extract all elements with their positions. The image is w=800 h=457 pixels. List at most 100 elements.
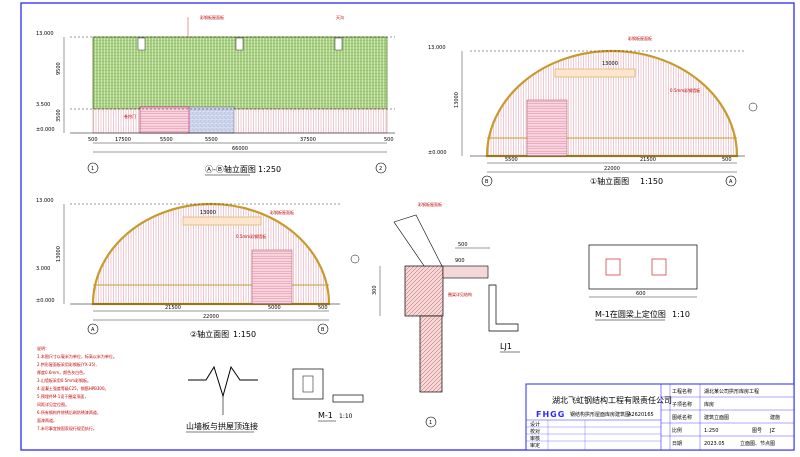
svg-text:13000: 13000 [602, 61, 618, 67]
svg-text:1: 1 [429, 420, 432, 426]
svg-text:6.所有钢构件除锈后刷防锈漆两道，: 6.所有钢构件除锈后刷防锈漆两道， [37, 409, 101, 415]
plate-right [651, 258, 667, 276]
sheet-border [20, 2, 795, 451]
svg-text:审核: 审核 [530, 435, 540, 442]
svg-text:600: 600 [636, 291, 646, 297]
svg-text:湖北某公司拱形库房工程: 湖北某公司拱形库房工程 [704, 388, 759, 395]
svg-text:2023.05: 2023.05 [704, 441, 725, 447]
bracket-title: M-1在圆梁上定位图 [595, 309, 666, 319]
svg-text:彩钢板屋面板: 彩钢板屋面板 [270, 209, 294, 215]
roof-note: 彩钢板屋面板 [200, 14, 224, 20]
svg-text:A: A [91, 327, 95, 333]
seg-6: 500 [384, 137, 394, 143]
axis-bubble-A2 [87, 323, 99, 335]
ridge-connection-detail: 山墙板与拱屋顶连接 [186, 365, 258, 433]
svg-text:工程名称: 工程名称 [672, 388, 692, 395]
svg-text:设计: 设计 [530, 421, 540, 428]
svg-text:5000: 5000 [268, 305, 281, 311]
header-beam [182, 216, 262, 226]
svg-text:±0.000: ±0.000 [428, 150, 447, 156]
seg-5: 37500 [300, 137, 316, 143]
svg-text:圈梁详见结构: 圈梁详见结构 [448, 291, 472, 297]
svg-text:±0.000: ±0.000 [36, 298, 55, 304]
gutter-note: 天沟 [336, 14, 344, 20]
svg-text:B: B [485, 179, 489, 185]
design-notes: 说明： 1.本图尺寸以毫米为单位，标高以米为单位。 2.拱形屋面板采用彩钢板(Y… [37, 345, 117, 431]
svg-text:2: 2 [379, 166, 382, 172]
door-note: 卷帘门 [124, 113, 136, 119]
svg-text:1:150: 1:150 [640, 177, 663, 186]
svg-text:立面图、节点图: 立面图、节点图 [740, 440, 775, 447]
bracket-position-detail: 600 M-1在圆梁上定位图 1:10 [588, 244, 698, 321]
m1-plate-detail: M-1 1:10 [292, 368, 364, 422]
column [419, 315, 443, 393]
front-scale: 1:250 [258, 165, 281, 174]
svg-text:图纸名称: 图纸名称 [672, 414, 692, 421]
svg-text:22000: 22000 [203, 314, 219, 320]
axis-bubble-B2 [317, 323, 329, 335]
door-panel [139, 106, 190, 134]
svg-text:21500: 21500 [165, 305, 181, 311]
svg-text:5.预埋件M-1设于圈梁顶面，: 5.预埋件M-1设于圈梁顶面， [37, 393, 88, 399]
slab [442, 265, 489, 279]
svg-text:3.山墙板采用0.5mm彩钢板。: 3.山墙板采用0.5mm彩钢板。 [37, 377, 91, 383]
svg-text:13000: 13000 [200, 210, 216, 216]
drawing-number: A2620165 [628, 412, 654, 418]
detail-marker [748, 102, 758, 112]
svg-text:500: 500 [458, 242, 468, 248]
title-block: 湖北飞虹钢结构工程有限责任公司 FHGG 钢结构拱形屋面库房建筑图 A26201… [525, 383, 795, 451]
section-detail: 300 500 900 彩钢板屋面板 圈梁详见结构 1 [372, 201, 490, 428]
svg-text:7.未尽事宜按国家现行规范执行。: 7.未尽事宜按国家现行规范执行。 [37, 425, 97, 431]
svg-text:1:250: 1:250 [704, 428, 718, 434]
vent-2 [235, 37, 244, 51]
svg-text:审定: 审定 [530, 442, 540, 449]
svg-text:建筑立面图: 建筑立面图 [704, 414, 729, 421]
detail-marker [350, 254, 360, 264]
svg-text:①轴立面图: ①轴立面图 [590, 176, 629, 186]
seg-2: 17500 [115, 137, 131, 143]
svg-text:13000: 13000 [454, 92, 460, 108]
axis-bubble-2 [375, 162, 387, 174]
svg-text:13.000: 13.000 [36, 198, 54, 204]
plate-left [605, 258, 621, 276]
svg-text:13000: 13000 [56, 246, 62, 262]
ring-beam [404, 265, 444, 317]
svg-text:1.本图尺寸以毫米为单位，标高以米为单位。: 1.本图尺寸以毫米为单位，标高以米为单位。 [37, 353, 117, 359]
svg-text:3.000: 3.000 [36, 266, 50, 272]
lj1-title: LJ1 [500, 342, 512, 351]
level-ground: ±0.000 [36, 127, 55, 133]
svg-text:彩钢板屋面板: 彩钢板屋面板 [418, 201, 442, 207]
dim-height-1: 9500 [56, 62, 62, 75]
vent-1 [137, 37, 146, 51]
front-elevation: 13.000 3.500 ±0.000 9500 3500 500 17500 … [36, 14, 395, 176]
svg-text:0.5mm彩钢墙板: 0.5mm彩钢墙板 [236, 233, 266, 239]
side-elevation-1: 13.000 ±0.000 13000 13000 0.5mm彩钢墙板 彩钢板屋… [428, 35, 758, 187]
svg-text:4.混凝土强度等级C25，钢筋HPB300。: 4.混凝土强度等级C25，钢筋HPB300。 [37, 385, 109, 391]
company-logo: FHGG [536, 410, 565, 419]
svg-text:彩钢板屋面板: 彩钢板屋面板 [628, 35, 652, 41]
front-total-dim: 66000 [232, 146, 248, 152]
svg-text:1:10: 1:10 [672, 310, 690, 319]
svg-text:13.000: 13.000 [428, 45, 446, 51]
m1-title: M-1 [318, 411, 333, 420]
svg-text:A: A [729, 179, 733, 185]
svg-text:500: 500 [722, 157, 732, 163]
base-wall-band [92, 108, 388, 134]
section-bubble [425, 416, 437, 428]
svg-text:间距详见定位图。: 间距详见定位图。 [37, 401, 69, 407]
vent-3 [334, 37, 343, 51]
svg-text:日期: 日期 [672, 441, 682, 447]
side-elevation-2: 13.000 3.000 ±0.000 13000 13000 0.5mm彩钢墙… [36, 198, 360, 339]
svg-text:②轴立面图: ②轴立面图 [190, 329, 229, 339]
svg-text:900: 900 [455, 258, 465, 264]
svg-text:子项名称: 子项名称 [672, 401, 692, 408]
svg-text:1:10: 1:10 [339, 413, 353, 420]
svg-text:1: 1 [91, 166, 94, 172]
angle-section [488, 284, 519, 332]
svg-text:图号: 图号 [752, 428, 762, 434]
svg-text:库房: 库房 [704, 401, 714, 408]
company-name: 湖北飞虹钢结构工程有限责任公司 [552, 395, 672, 405]
svg-text:0.5mm彩钢墙板: 0.5mm彩钢墙板 [670, 87, 700, 93]
svg-text:厚度0.6mm，颜色灰白色。: 厚度0.6mm，颜色灰白色。 [37, 369, 87, 375]
